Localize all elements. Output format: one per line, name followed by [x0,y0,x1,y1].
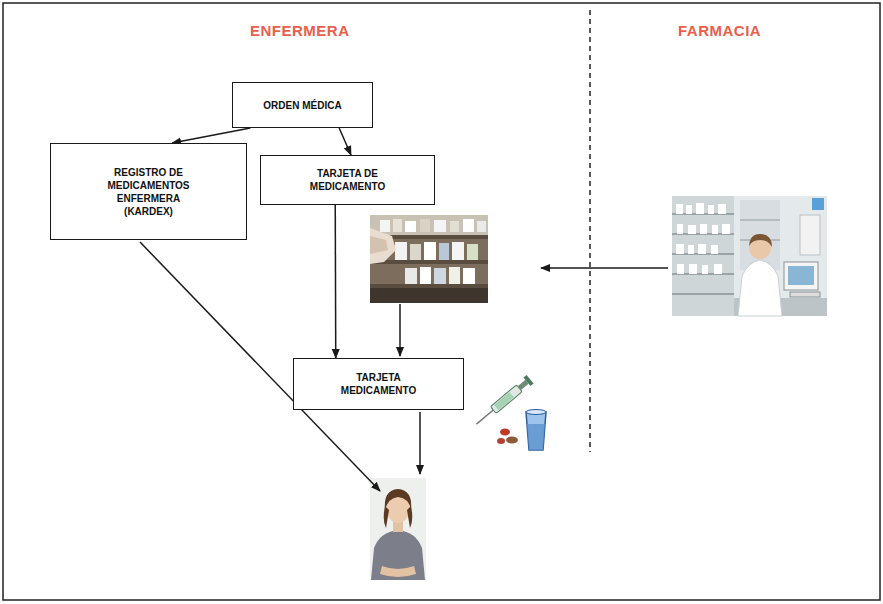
flow-arrow [339,128,351,155]
flow-arrow [335,205,337,358]
box-text: TARJETA MEDICAMENTO [329,371,428,397]
shelves-photo [370,215,488,303]
section-heading: FARMACIA [678,22,761,39]
flow-arrow [172,128,250,143]
process-box: TARJETA MEDICAMENTO [293,358,464,410]
process-box: REGISTRO DE MEDICAMENTOS ENFERMERA (KARD… [50,143,247,240]
pharmacy-photo [672,196,827,316]
frame [3,3,880,600]
patient-photo [370,478,426,580]
divider-line [589,10,591,452]
flow-arrows [140,242,668,491]
box-text: ORDEN MÉDICA [263,99,341,112]
box-text: TARJETA DE MEDICAMENTO [291,167,404,193]
process-box: ORDEN MÉDICA [232,82,373,128]
box-text: REGISTRO DE MEDICAMENTOS ENFERMERA (KARD… [96,166,201,218]
process-box: TARJETA DE MEDICAMENTO [260,155,435,205]
medication-icon [473,375,546,450]
section-heading: ENFERMERA [250,22,350,39]
